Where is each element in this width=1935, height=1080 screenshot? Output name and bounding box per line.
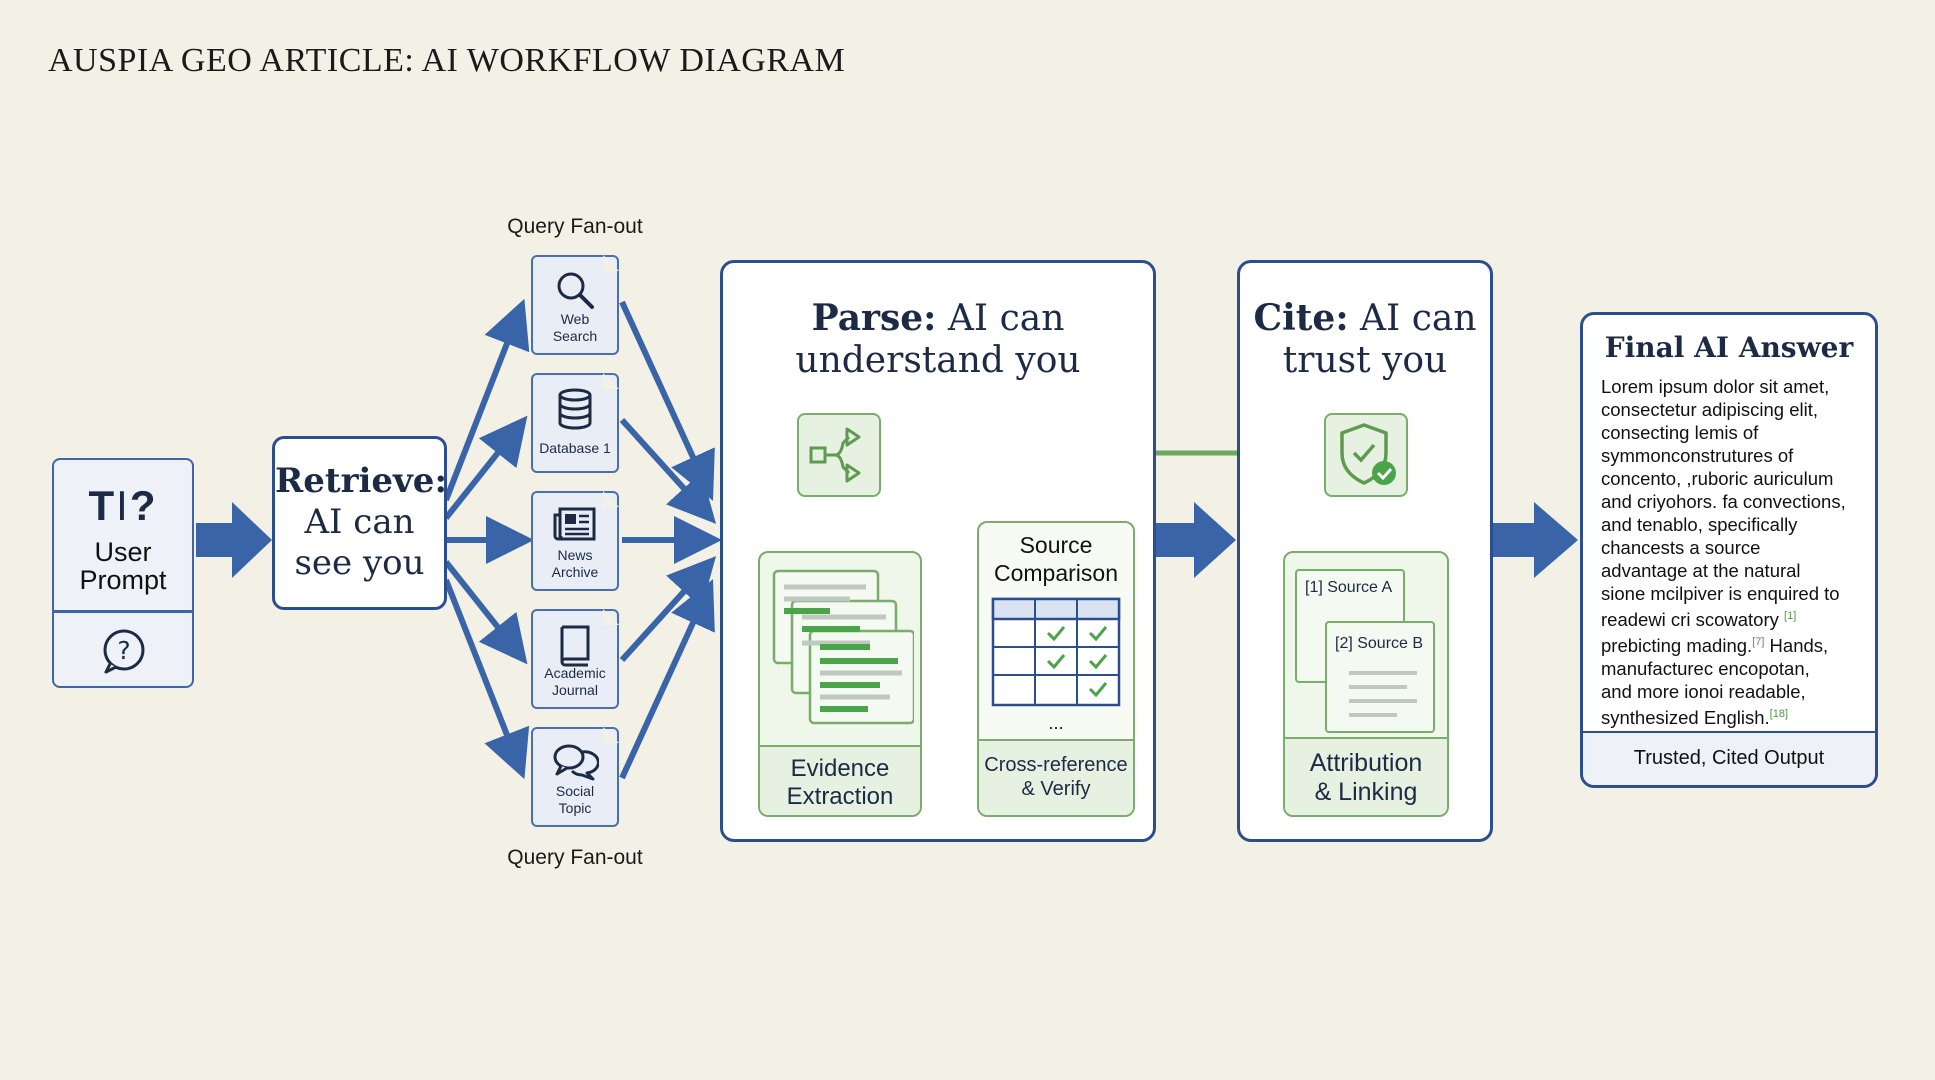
source-label-5b: Topic xyxy=(558,800,592,816)
parse-title-line-2: understand you xyxy=(795,340,1081,381)
chat-bubbles-icon xyxy=(553,744,599,781)
comparison-title-2: Comparison xyxy=(994,560,1118,586)
source-label-4a: Academic xyxy=(544,665,606,681)
block-arrow-parse-to-cite xyxy=(1156,502,1236,578)
database-icon xyxy=(558,388,592,430)
cite-title-line-2: trust you xyxy=(1282,340,1448,381)
answer-line: and tenablo, specifically xyxy=(1601,514,1798,535)
fanin-arrows xyxy=(619,300,722,780)
source-label-2a: Database 1 xyxy=(539,440,611,456)
answer-line: concento, ,ruboric auriculum xyxy=(1601,468,1834,489)
comparison-foot-2: & Verify xyxy=(1021,778,1091,800)
svg-text:?: ? xyxy=(117,636,130,665)
source-label-4b: Journal xyxy=(552,682,598,698)
answer-line: chancests a source xyxy=(1601,537,1761,558)
answer-line: prebicting mading. xyxy=(1601,635,1753,657)
comparison-ellipsis: ... xyxy=(1048,713,1064,733)
user-prompt-label-1: User xyxy=(94,537,152,567)
workflow-split-icon xyxy=(797,413,881,497)
source-label-5a: Social xyxy=(555,783,595,799)
answer-line: sione mcilpiver is enquired to xyxy=(1601,583,1840,604)
page-title: AUSPIA GEO ARTICLE: AI WORKFLOW DIAGRAM xyxy=(48,42,846,79)
source-label-1b: Search xyxy=(552,328,598,344)
text-cursor-question-icon: TI? xyxy=(88,482,158,529)
comparison-title-1: Source xyxy=(1019,532,1093,558)
document-stack-icon xyxy=(772,569,914,725)
evidence-label-2: Extraction xyxy=(786,783,894,810)
fanout-top-label: Query Fan-out xyxy=(507,215,643,238)
answer-line: synthesized English. xyxy=(1601,707,1770,729)
parse-stage-box: Parse: AI can understand you xyxy=(720,260,1156,842)
citation-marker: [18] xyxy=(1769,708,1789,721)
citation-marker: [7] xyxy=(1752,636,1765,649)
fanout-bottom-label: Query Fan-out xyxy=(507,846,643,869)
retrieve-title: Retrieve: xyxy=(275,461,447,501)
answer-line: readewi cri scowatory xyxy=(1601,609,1779,631)
block-arrow-cite-to-final xyxy=(1493,502,1578,578)
final-answer-box: Final AI Answer Lorem ipsum dolor sit am… xyxy=(1580,312,1878,788)
final-answer-body: Lorem ipsum dolor sit amet, consectetur … xyxy=(1601,375,1861,729)
retrieve-stage-box: Retrieve: AI can see you xyxy=(272,436,447,610)
comparison-table-icon xyxy=(991,597,1121,707)
answer-line: symmonconstrutures of xyxy=(1601,445,1794,466)
answer-line: consecting lemis of xyxy=(1601,422,1759,443)
attribution-box: [1] Source A [2] Source B Attribution & … xyxy=(1283,551,1449,817)
source-a-label: [1] Source A xyxy=(1305,579,1393,596)
answer-line: and more ionoi readable, xyxy=(1601,681,1806,703)
cite-title-bold: Cite: xyxy=(1253,297,1349,339)
user-prompt-card: TI? User Prompt ? xyxy=(52,458,194,688)
answer-line-tail: Hands, xyxy=(1764,635,1829,657)
cite-title-rest: AI can xyxy=(1348,298,1477,339)
question-bubble-icon: ? xyxy=(100,628,148,681)
retrieve-line-2: AI can xyxy=(304,502,415,542)
answer-line: consectetur adipiscing elit, xyxy=(1601,399,1818,420)
parse-title-rest: AI can xyxy=(936,298,1065,339)
source-b-card: [2] Source B xyxy=(1325,621,1435,733)
source-b-label: [2] Source B xyxy=(1335,635,1424,652)
final-answer-footer-label: Trusted, Cited Output xyxy=(1633,747,1825,769)
citation-marker: [1] xyxy=(1784,610,1797,622)
retrieve-line-3: see you xyxy=(294,543,425,583)
comparison-foot-1: Cross-reference xyxy=(984,754,1128,776)
attribution-label-2: & Linking xyxy=(1314,778,1418,806)
evidence-extraction-box: Evidence Extraction xyxy=(758,551,922,817)
source-label-1a: Web xyxy=(560,311,590,327)
parse-title-bold: Parse: xyxy=(811,297,937,339)
search-icon xyxy=(557,272,594,309)
cite-stage-box: Cite: AI can trust you [1] Source A [2] … xyxy=(1237,260,1493,842)
source-label-3b: Archive xyxy=(551,564,599,580)
source-b-text-lines xyxy=(1349,671,1417,717)
user-prompt-label-2: Prompt xyxy=(79,565,167,595)
newspaper-icon xyxy=(553,507,596,541)
block-arrow-prompt-to-retrieve xyxy=(196,502,272,578)
answer-line: advantage at the natural xyxy=(1601,560,1801,581)
shield-check-icon xyxy=(1324,413,1408,497)
final-answer-title: Final AI Answer xyxy=(1604,331,1854,364)
attribution-label-1: Attribution xyxy=(1309,749,1423,777)
source-label-3a: News xyxy=(557,547,593,563)
final-answer-footer: Trusted, Cited Output xyxy=(1583,731,1875,785)
answer-line: Lorem ipsum dolor sit amet, xyxy=(1601,376,1830,397)
source-comparison-box: Source Comparison ... Cross-reference & … xyxy=(977,521,1135,817)
fanout-arrows xyxy=(443,298,534,780)
evidence-label-1: Evidence xyxy=(790,755,890,782)
book-icon xyxy=(560,625,590,667)
answer-line: manufacturec encopotan, xyxy=(1601,658,1810,680)
answer-line: and criyohors. fa convections, xyxy=(1601,491,1846,512)
source-database: Database 1 xyxy=(531,373,619,473)
